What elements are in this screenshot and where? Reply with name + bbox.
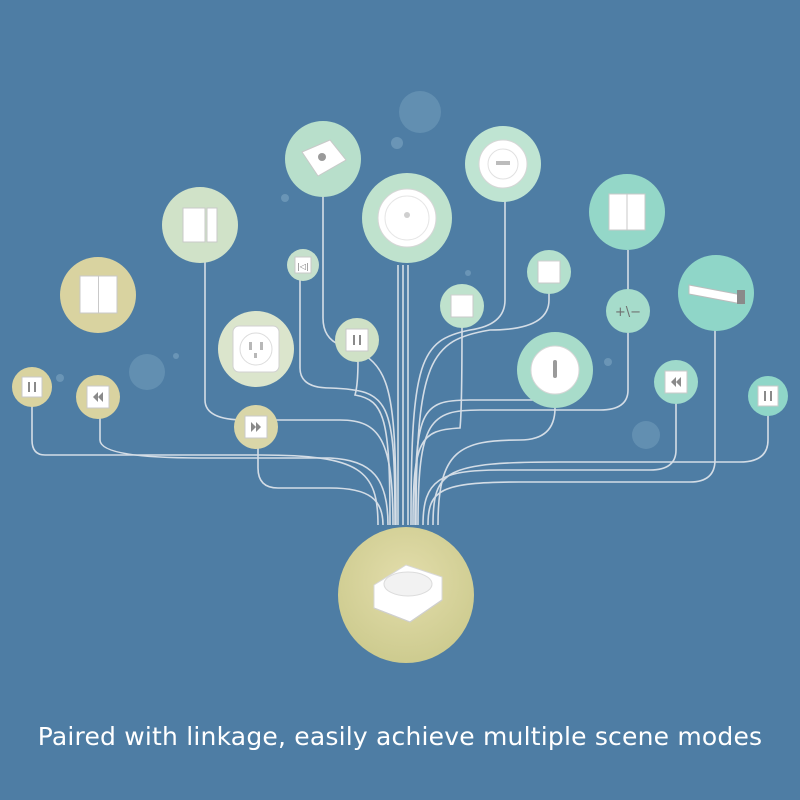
- small-switch-node-2[interactable]: [527, 250, 571, 294]
- hub-icon: [373, 564, 443, 623]
- plus-minus-node[interactable]: +\−: [606, 289, 650, 333]
- smoke-detector-node[interactable]: [465, 126, 541, 202]
- wall-switch-double-node[interactable]: [60, 257, 136, 333]
- pause-node-3[interactable]: [748, 376, 788, 416]
- rewind-icon: [93, 392, 103, 402]
- temperature-sensor-icon: [530, 345, 580, 395]
- curtain-control-icon: |◁|: [297, 262, 309, 271]
- rewind-icon: [671, 377, 681, 387]
- wall-switch-right-node[interactable]: [589, 174, 665, 250]
- gateway-node[interactable]: [362, 173, 452, 263]
- forward-node[interactable]: [234, 405, 278, 449]
- double-wall-switch-icon: [79, 275, 118, 314]
- background-dots: [56, 91, 660, 449]
- gateway-icon: [377, 188, 437, 248]
- motion-sensor-icon: [301, 139, 347, 177]
- pause-node-1[interactable]: [12, 367, 52, 407]
- pause-icon: [764, 391, 772, 401]
- curtain-control-node[interactable]: |◁|: [287, 249, 319, 281]
- fast-forward-icon: [251, 422, 261, 432]
- temperature-sensor-node[interactable]: [517, 332, 593, 408]
- rewind-node-1[interactable]: [76, 375, 120, 419]
- door-sensor-node[interactable]: [162, 187, 238, 263]
- double-wall-switch-icon: [608, 193, 646, 231]
- smoke-detector-icon: [478, 139, 528, 189]
- rewind-node-2[interactable]: [654, 360, 698, 404]
- motion-sensor-node[interactable]: [285, 121, 361, 197]
- curtain-motor-icon: [688, 284, 745, 305]
- caption-text: Paired with linkage, easily achieve mult…: [37, 722, 763, 751]
- small-switch-node-1[interactable]: [440, 284, 484, 328]
- pause-icon: [353, 335, 361, 345]
- smart-plug-node[interactable]: [218, 311, 294, 387]
- plus-minus-icon: +\−: [615, 305, 641, 320]
- hub-device-node[interactable]: [338, 527, 474, 663]
- smart-plug-icon: [232, 325, 280, 373]
- door-window-sensor-icon: [182, 207, 218, 243]
- curtain-motor-node[interactable]: [678, 255, 754, 331]
- pause-node-2[interactable]: [335, 318, 379, 362]
- pause-icon: [28, 382, 36, 392]
